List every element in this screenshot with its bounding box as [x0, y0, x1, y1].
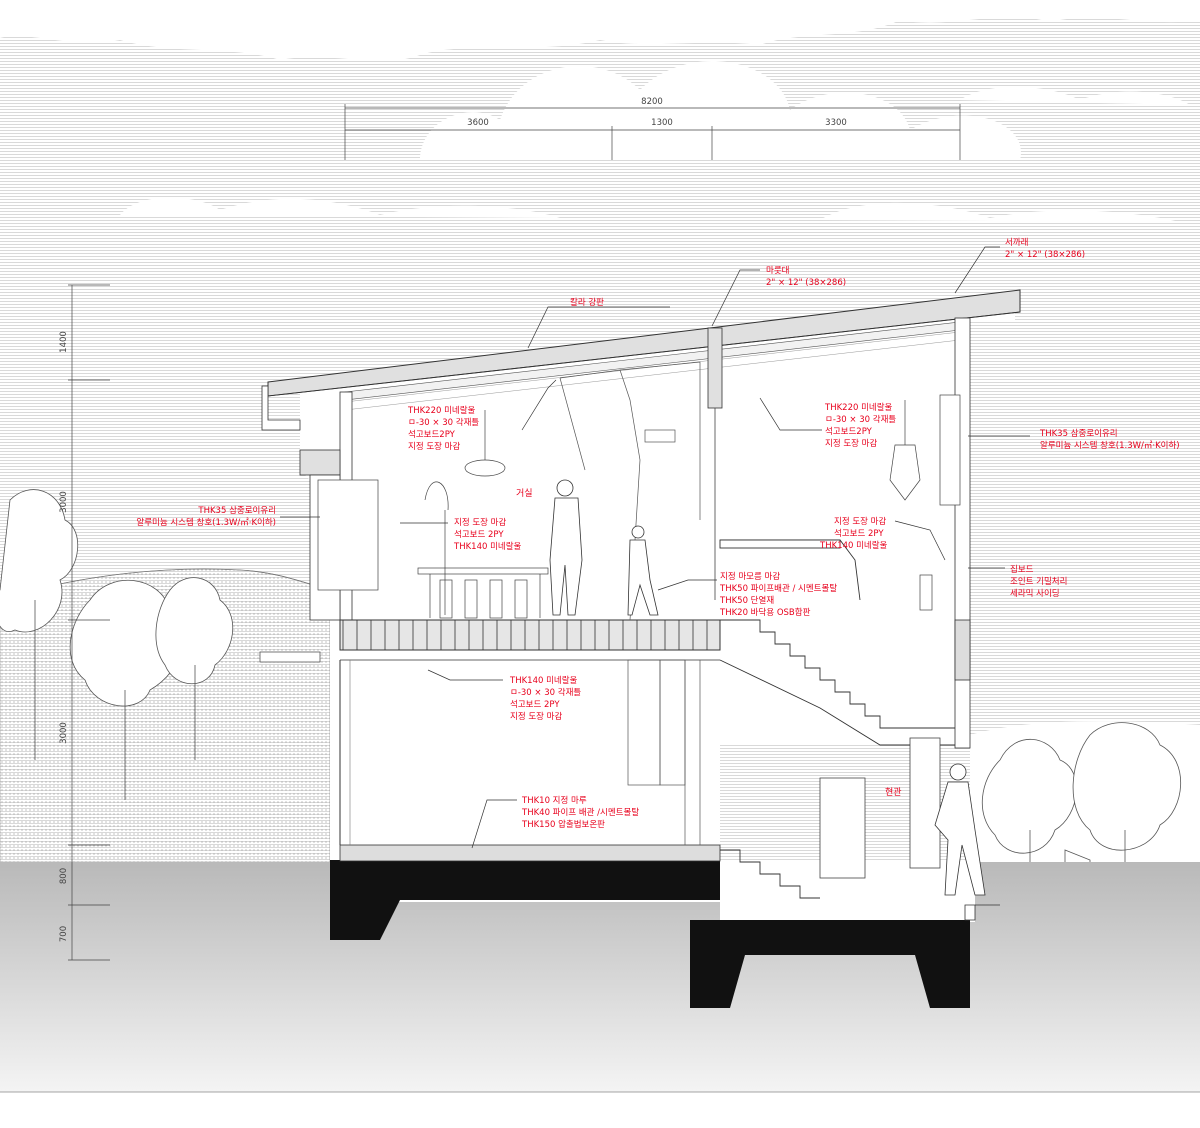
- dim-height-5: 700: [59, 926, 69, 942]
- note-line: 알루미늄 시스템 창호(1.3W/㎡·K이하): [136, 517, 276, 528]
- dim-span-3: 3300: [825, 118, 847, 128]
- leader-lines: [280, 246, 1030, 849]
- dim-height-1: 1400: [59, 331, 69, 353]
- note-ceiling-left: THK220 미네랄울 ㅁ-30 × 30 각재틀 석고보드2PY 지정 도장 …: [407, 405, 479, 452]
- note-roof: 칼라 강판: [570, 297, 604, 308]
- person-stair: [627, 525, 659, 616]
- note-line: ㅁ-30 × 30 각재틀: [510, 687, 581, 698]
- note-line: THK40 파이프 배관 /시멘트몰탈: [521, 807, 639, 818]
- note-line: 지정 마모름 마감: [720, 571, 780, 582]
- dim-span-2: 1300: [651, 118, 673, 128]
- note-rafter-size: 2" × 12" (38×286): [1005, 250, 1085, 260]
- tree-right-1: [981, 738, 1077, 930]
- dim-height-4: 800: [59, 868, 69, 884]
- note-line: THK20 바닥용 OSB합판: [719, 607, 811, 618]
- note-line: ㅁ-30 × 30 각재틀: [408, 417, 479, 428]
- note-line: 석고보드2PY: [408, 429, 456, 440]
- tree-left-1: [0, 489, 79, 760]
- note-line: 지정 도장 마감: [510, 711, 563, 722]
- note-ceiling-right: THK220 미네랄울 ㅁ-30 × 30 각재틀 석고보드2PY 지정 도장 …: [824, 402, 896, 449]
- dim-height-3: 3000: [59, 722, 69, 744]
- dim-span-1: 3600: [467, 118, 489, 128]
- dim-overall: 8200: [641, 97, 663, 107]
- note-line: THK50 단열재: [719, 595, 774, 606]
- note-window-right: THK35 삼중로이유리 알루미늄 시스템 창호(1.3W/㎡·K이하): [1039, 428, 1180, 451]
- note-line: THK10 지정 마루: [521, 795, 587, 806]
- note-line: THK140 미네랄울: [453, 541, 522, 552]
- room-label-living: 거실: [516, 488, 533, 499]
- note-ceiling-lower: THK140 미네랄울 ㅁ-30 × 30 각재틀 석고보드 2PY 지정 도장…: [509, 675, 581, 722]
- room-label-entrance: 현관: [885, 787, 902, 798]
- person-entrance: [934, 763, 986, 896]
- note-line: THK50 파이프배관 / 시멘트몰탈: [719, 583, 837, 594]
- note-line: THK220 미네랄울: [824, 402, 893, 413]
- foundation: [330, 860, 970, 1008]
- note-floor-lower: THK10 지정 마루 THK40 파이프 배관 /시멘트몰탈 THK150 압…: [521, 795, 639, 830]
- note-line: THK35 삼중로이유리: [197, 505, 276, 516]
- dimension-labels: 8200 3600 1300 3300 1400 3000 3000 800 7…: [59, 97, 847, 942]
- dimension-lines: [68, 104, 961, 961]
- person-living: [549, 479, 583, 616]
- note-line: 석고보드 2PY: [510, 699, 560, 710]
- note-line: 석고보드 2PY: [454, 529, 504, 540]
- note-line: 지정 도장 마감: [454, 517, 507, 528]
- note-line: 조인트 기밀처리: [1010, 576, 1067, 587]
- lower-floor-slab: [339, 844, 721, 862]
- note-wall-right: 지정 도장 마감 석고보드 2PY THK140 미네랄울: [819, 516, 888, 551]
- annotations: 칼라 강판 마룻대 2" × 12" (38×286) 서까래 2" × 12"…: [136, 238, 1179, 830]
- note-floor-upper: 지정 마모름 마감 THK50 파이프배관 / 시멘트몰탈 THK50 단열재 …: [719, 571, 837, 618]
- note-exterior: 집보드 조인트 기밀처리 세라믹 사이딩: [1010, 564, 1067, 599]
- note-line: THK140 미네랄울: [509, 675, 578, 686]
- note-rafter-title: 서까래: [1005, 238, 1028, 248]
- tree-left-3: [155, 577, 234, 760]
- note-line: THK150 압출법보온판: [521, 819, 605, 830]
- note-line: 석고보드 2PY: [834, 528, 884, 539]
- note-line: THK35 삼중로이유리: [1039, 428, 1118, 439]
- note-line: 석고보드2PY: [825, 426, 873, 437]
- note-line: 알루미늄 시스템 창호(1.3W/㎡·K이하): [1040, 440, 1180, 451]
- house-section: [261, 289, 1021, 921]
- staircase: [719, 539, 955, 899]
- note-ridge-size: 2" × 12" (38×286): [766, 278, 846, 288]
- note-line: 지정 도장 마감: [834, 516, 887, 527]
- note-ridge-title: 마룻대: [766, 266, 789, 276]
- landscape-left: [0, 489, 331, 863]
- note-line: ㅁ-30 × 30 각재틀: [825, 414, 896, 425]
- note-line: 세라믹 사이딩: [1010, 588, 1060, 599]
- note-line: THK220 미네랄울: [407, 405, 476, 416]
- note-line: 집보드: [1010, 564, 1034, 575]
- upper-floor-slab: [339, 619, 721, 651]
- note-line: 지정 도장 마감: [825, 438, 878, 449]
- note-line: 지정 도장 마감: [408, 441, 461, 452]
- dim-height-2: 3000: [59, 491, 69, 513]
- note-wall-living: 지정 도장 마감 석고보드 2PY THK140 미네랄울: [453, 517, 522, 552]
- note-window-left: THK35 삼중로이유리 알루미늄 시스템 창호(1.3W/㎡·K이하): [136, 505, 276, 528]
- tree-left-2: [69, 579, 185, 800]
- note-line: THK140 미네랄울: [819, 540, 888, 551]
